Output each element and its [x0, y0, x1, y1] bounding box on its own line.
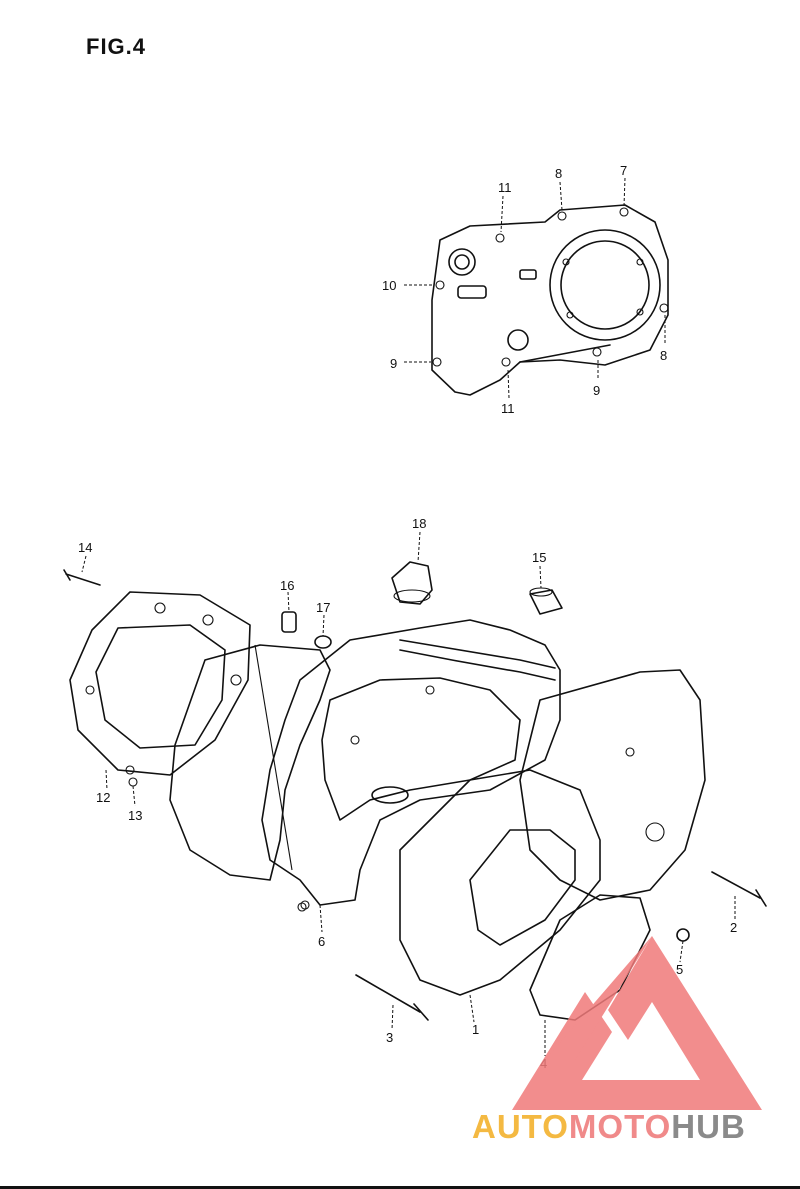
callout-18: 18 — [412, 516, 426, 531]
callout-labels: 11 8 7 10 9 11 9 8 18 15 14 16 17 12 13 … — [78, 163, 737, 1071]
callout-10: 10 — [382, 278, 396, 293]
callout-3: 3 — [386, 1030, 393, 1045]
stator-plate-part — [69, 591, 251, 776]
gasket-leaders — [404, 177, 666, 399]
callout-5: 5 — [676, 962, 683, 977]
callout-9a: 9 — [390, 356, 397, 371]
callout-8b: 8 — [660, 348, 667, 363]
cover-plate-part — [529, 894, 651, 1021]
callout-1: 1 — [472, 1022, 479, 1037]
watermark-text-moto: MOTO — [568, 1108, 672, 1145]
bottom-border — [0, 1186, 800, 1189]
callout-15: 15 — [532, 550, 546, 565]
watermark-text-hub: HUB — [671, 1108, 746, 1145]
callout-11b: 11 — [501, 401, 515, 416]
callout-17: 17 — [316, 600, 330, 615]
rotor-drum-part — [169, 644, 331, 881]
callout-8a: 8 — [555, 166, 562, 181]
watermark-text-auto: AUTO — [472, 1108, 569, 1145]
callout-7: 7 — [620, 163, 627, 178]
lower-leaders — [81, 531, 736, 1056]
callout-16: 16 — [280, 578, 294, 593]
gasket-detail — [431, 204, 669, 396]
watermark-brand: AUTOMOTOHUB — [472, 1108, 746, 1146]
callout-12: 12 — [96, 790, 110, 805]
callout-11a: 11 — [498, 180, 512, 195]
small-parts — [63, 569, 767, 1021]
clutch-cover-part — [519, 669, 706, 901]
crankcase-part — [261, 619, 561, 910]
watermark-logo-icon — [512, 936, 762, 1110]
callout-9b: 9 — [593, 383, 600, 398]
callout-2: 2 — [730, 920, 737, 935]
bushing-part — [529, 587, 563, 615]
figure-title: FIG.4 — [86, 34, 147, 59]
callout-13: 13 — [128, 808, 142, 823]
callout-6: 6 — [318, 934, 325, 949]
filler-cap-part — [391, 561, 433, 605]
callout-14: 14 — [78, 540, 92, 555]
generator-cover-part — [399, 769, 601, 996]
